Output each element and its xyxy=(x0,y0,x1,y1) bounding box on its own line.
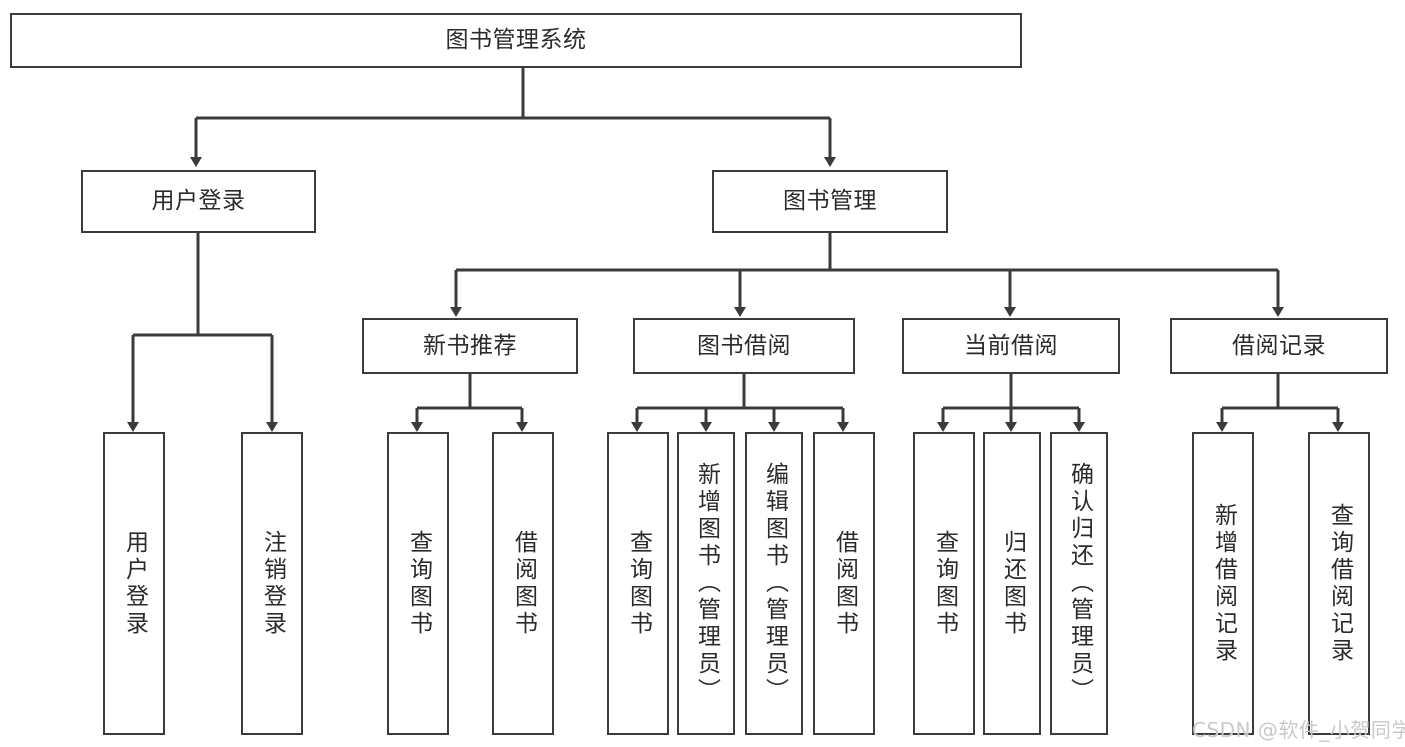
node-root-book-management-system[interactable]: 图书管理系统 xyxy=(10,13,1022,68)
leaf-query-book-recommend[interactable]: 查询图书 xyxy=(387,432,449,735)
leaf-query-book-recommend-label: 查询图书 xyxy=(405,529,432,638)
node-book-borrow[interactable]: 图书借阅 xyxy=(633,318,855,374)
leaf-borrow-book[interactable]: 借阅图书 xyxy=(813,432,875,735)
leaf-user-login[interactable]: 用户登录 xyxy=(103,432,165,735)
leaf-confirm-return-admin[interactable]: 确认归还（管理员） xyxy=(1050,432,1108,735)
leaf-edit-book-admin-label: 编辑图书（管理员） xyxy=(761,462,788,705)
leaf-query-borrow-record-label: 查询借阅记录 xyxy=(1326,502,1353,665)
leaf-confirm-return-admin-label: 确认归还（管理员） xyxy=(1066,462,1093,705)
node-book-borrow-label: 图书借阅 xyxy=(697,332,791,359)
leaf-add-borrow-record[interactable]: 新增借阅记录 xyxy=(1192,432,1254,735)
leaf-query-borrow-record[interactable]: 查询借阅记录 xyxy=(1308,432,1370,735)
node-borrow-records-label: 借阅记录 xyxy=(1232,332,1326,359)
node-book-management[interactable]: 图书管理 xyxy=(712,170,948,233)
leaf-logout-label: 注销登录 xyxy=(259,529,286,638)
leaf-borrow-book-recommend[interactable]: 借阅图书 xyxy=(492,432,554,735)
leaf-query-book-borrow-label: 查询图书 xyxy=(625,529,652,638)
node-new-book-recommend[interactable]: 新书推荐 xyxy=(362,318,578,374)
csdn-watermark: CSDN @软件_小贺同学 xyxy=(1192,718,1405,742)
node-new-book-recommend-label: 新书推荐 xyxy=(423,332,517,359)
leaf-return-book-label: 归还图书 xyxy=(999,529,1026,638)
node-borrow-records[interactable]: 借阅记录 xyxy=(1170,318,1388,374)
node-current-borrow-label: 当前借阅 xyxy=(964,332,1058,359)
leaf-add-book-admin-label: 新增图书（管理员） xyxy=(693,462,720,705)
leaf-borrow-book-label: 借阅图书 xyxy=(831,529,858,638)
leaf-borrow-book-recommend-label: 借阅图书 xyxy=(510,529,537,638)
leaf-return-book[interactable]: 归还图书 xyxy=(983,432,1041,735)
leaf-query-book-borrow[interactable]: 查询图书 xyxy=(607,432,669,735)
node-user-login-label: 用户登录 xyxy=(151,188,246,215)
leaf-query-book-current-label: 查询图书 xyxy=(931,529,958,638)
leaf-add-book-admin[interactable]: 新增图书（管理员） xyxy=(677,432,735,735)
leaf-user-login-label: 用户登录 xyxy=(121,529,148,638)
leaf-query-book-current[interactable]: 查询图书 xyxy=(913,432,975,735)
node-current-borrow[interactable]: 当前借阅 xyxy=(902,318,1120,374)
leaf-logout[interactable]: 注销登录 xyxy=(241,432,303,735)
node-book-management-label: 图书管理 xyxy=(783,188,877,215)
node-user-login[interactable]: 用户登录 xyxy=(81,170,316,233)
leaf-add-borrow-record-label: 新增借阅记录 xyxy=(1210,502,1237,665)
node-root-label: 图书管理系统 xyxy=(445,27,587,54)
leaf-edit-book-admin[interactable]: 编辑图书（管理员） xyxy=(745,432,803,735)
